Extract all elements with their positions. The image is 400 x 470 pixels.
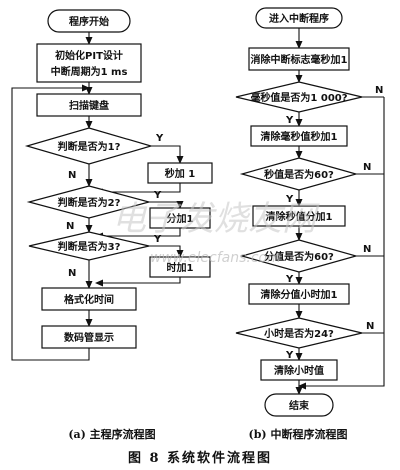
min-plus-label: 分加1 [167, 212, 194, 225]
no-label-hour: N [366, 321, 374, 332]
format-label: 格式化时间 [64, 293, 114, 306]
display-label: 数码管显示 [64, 331, 114, 344]
clear-sec-label: 清除秒值分加1 [266, 210, 333, 223]
sec-plus-label: 秒加 1 [165, 167, 195, 180]
merge-1 [95, 183, 181, 196]
init-line1: 初始化PIT设计 [55, 49, 123, 62]
clear-flag-label: 消除中断标志毫秒加1 [251, 53, 348, 66]
no-label-1: N [68, 170, 76, 181]
no-label-sec: N [363, 162, 371, 173]
yes-branch-3 [149, 245, 184, 258]
watermark-url: www.elecfans.com [150, 250, 281, 266]
decision-hour-label: 小时是否为24? [263, 327, 334, 340]
decision-sec-label: 秒值是否为60? [264, 168, 334, 181]
yes-label-ms: Y [285, 115, 294, 126]
no-label-2: N [66, 221, 74, 232]
no-label-min: N [363, 244, 371, 255]
yes-label-2: Y [153, 190, 162, 201]
end-terminal [264, 393, 334, 417]
merge-3 [95, 277, 181, 287]
no-label-ms: N [375, 85, 383, 96]
hour-plus-label: 时加1 [167, 261, 194, 274]
no-bus-line [298, 97, 385, 390]
end-label: 结束 [289, 399, 310, 412]
enter-label: 进入中断程序 [269, 12, 329, 25]
start-label: 程序开始 [69, 15, 109, 28]
decision-2-label: 判断是否为2? [58, 196, 121, 209]
caption-b: (b) 中断程序流程图 [249, 427, 348, 441]
decision-min-label: 分值是否为60? [264, 250, 334, 263]
figure-caption: 图 8 系统软件流程图 [128, 450, 272, 466]
yes-label-min: Y [285, 274, 294, 285]
init-box [36, 43, 142, 83]
clear-ms-label: 清除毫秒值秒加1 [261, 130, 338, 143]
merge-2 [95, 228, 181, 240]
watermark-cn: 电子发烧友网 [112, 199, 320, 239]
decision-ms-label: 毫秒值是否为1 000? [250, 91, 347, 104]
loop-back-arrow [11, 84, 90, 361]
init-line2: 中断周期为1 ms [51, 65, 128, 78]
yes-branch-2 [149, 201, 184, 209]
clear-min-label: 清除分值小时加1 [261, 288, 338, 301]
decision-3-label: 判断是否为3? [58, 240, 121, 253]
no-label-3: N [68, 268, 76, 279]
scan-label: 扫描键盘 [69, 99, 109, 112]
decision-1-label: 判断是否为1? [58, 140, 121, 153]
yes-label-hour: Y [285, 350, 294, 361]
caption-a: (a) 主程序流程图 [68, 427, 155, 441]
clear-hour-label: 清除小时值 [274, 364, 324, 377]
yes-label-1: Y [155, 133, 164, 144]
yes-label-3: Y [153, 234, 162, 245]
main-program-flowchart: 程序开始 初始化PIT设计 中断周期为1 ms 扫描键盘 判断是否为1? Y 秒… [11, 9, 213, 441]
yes-label-sec: Y [285, 194, 294, 205]
yes-branch-1 [151, 145, 184, 164]
interrupt-flowchart: 进入中断程序 消除中断标志毫秒加1 毫秒值是否为1 000? Y N 清除毫秒值… [235, 7, 385, 441]
